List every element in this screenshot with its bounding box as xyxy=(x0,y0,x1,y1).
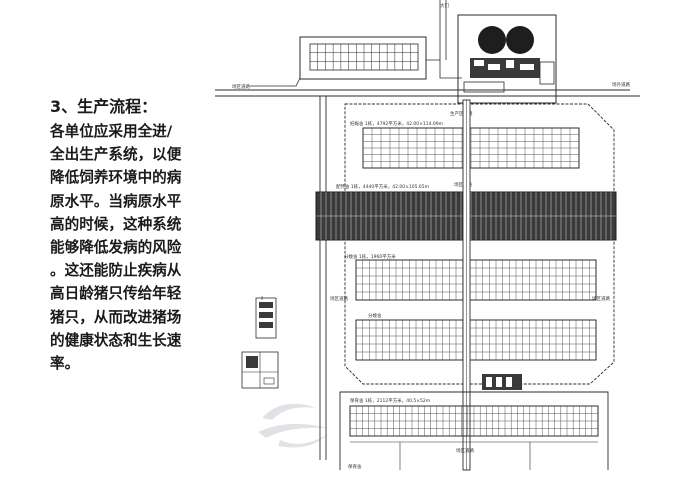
gate-label: 大门 xyxy=(440,2,449,9)
house-5 xyxy=(349,405,599,437)
bottom-center-building xyxy=(482,374,522,390)
house-4 xyxy=(355,319,597,361)
paragraph-line: 高日龄猪只传给年轻 xyxy=(50,285,182,303)
house-3 xyxy=(355,259,597,301)
road-side-left-label: 场区道路 xyxy=(330,295,348,302)
left-detail-drawing-2 xyxy=(241,351,279,389)
road-label-top-right: 场外道路 xyxy=(612,81,630,88)
section-heading: 3、生产流程： xyxy=(50,97,158,116)
bottom-yard-label: 场区道路 xyxy=(456,447,474,454)
house5-note: 保育舍 1栋，2112平方米，40.5×52m xyxy=(350,397,430,404)
paragraph-line: 能够降低发病的风险 xyxy=(50,239,182,257)
process-text-panel: 3、生产流程： 各单位应采用全进/全出生产系统，以便降低饲养环境中的病原水平。当… xyxy=(50,96,220,375)
house3-note: 分娩舍 1栋，1960平方米 xyxy=(344,253,396,260)
paragraph-line: 。这还能防止疾病从 xyxy=(50,262,182,280)
left-detail-drawing-1 xyxy=(255,296,277,339)
production-yard-boundary xyxy=(344,103,615,385)
paragraph: 各单位应采用全进/全出生产系统，以便降低饲养环境中的病原水平。当病原水平高的时候… xyxy=(50,120,220,375)
row-label: 分娩舍 xyxy=(368,312,382,319)
house2-note: 配怀舍 1栋，4440平方米，42.00×105.65m xyxy=(336,183,429,190)
yard-top-label: 生产区道路 xyxy=(450,110,473,117)
paragraph-line: 高的时候，这种系统 xyxy=(50,215,182,233)
road-side-right-label: 场区道路 xyxy=(592,295,610,302)
paragraph-line: 的健康状态和生长速 xyxy=(50,331,182,349)
paragraph-line: 猪只，从而改进猪场 xyxy=(50,308,182,326)
watermark-logo xyxy=(258,403,328,448)
paragraph-line: 各单位应采用全进/ xyxy=(50,123,173,140)
paragraph-line: 原水平。当病原水平 xyxy=(50,192,182,210)
paragraph-line: 全出生产系统，以便 xyxy=(50,146,182,164)
paragraph-line: 降低饲养环境中的病 xyxy=(50,169,182,187)
bottom-label: 保育舍 xyxy=(348,463,362,470)
top-right-facility xyxy=(457,14,557,104)
top-left-building xyxy=(299,36,427,80)
house-1 xyxy=(362,127,580,169)
house1-note: 妊娠舍 1栋，4792平方米，42.00×114.09m xyxy=(350,120,443,127)
road-label-left: 场区道路 xyxy=(232,83,250,90)
paragraph-line: 率。 xyxy=(50,355,80,373)
